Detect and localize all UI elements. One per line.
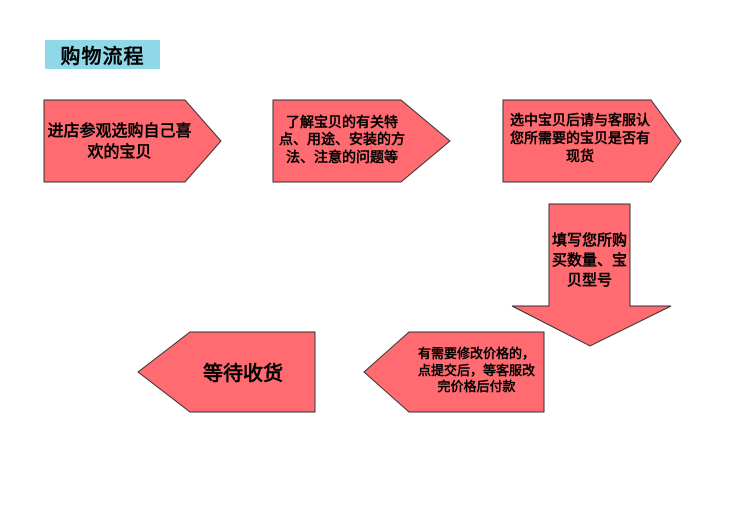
step-4-arrow: [511, 203, 672, 347]
step-5-arrow: [363, 331, 545, 413]
step-6-label: 等待收货: [203, 361, 283, 385]
title-box: 购物流程: [45, 40, 160, 69]
step-4-label: 填写您所购买数量、宝贝型号: [552, 230, 628, 290]
step-1-label: 进店参观选购自己喜欢的宝贝: [47, 121, 192, 161]
step-6-arrow: [137, 331, 316, 413]
step-3-arrow: [502, 99, 682, 183]
step-2-arrow: [272, 99, 451, 183]
step-2-label: 了解宝贝的有关特点、用途、安装的方法、注意的问题等: [279, 114, 405, 166]
page-title: 购物流程: [60, 44, 145, 68]
step-5-label: 有需要修改价格的，点提交后，等客服改完价格后付款: [417, 346, 535, 396]
step-1-arrow: [43, 99, 222, 183]
step-3-label: 选中宝贝后请与客服认您所需要的宝贝是否有现货: [510, 112, 650, 166]
